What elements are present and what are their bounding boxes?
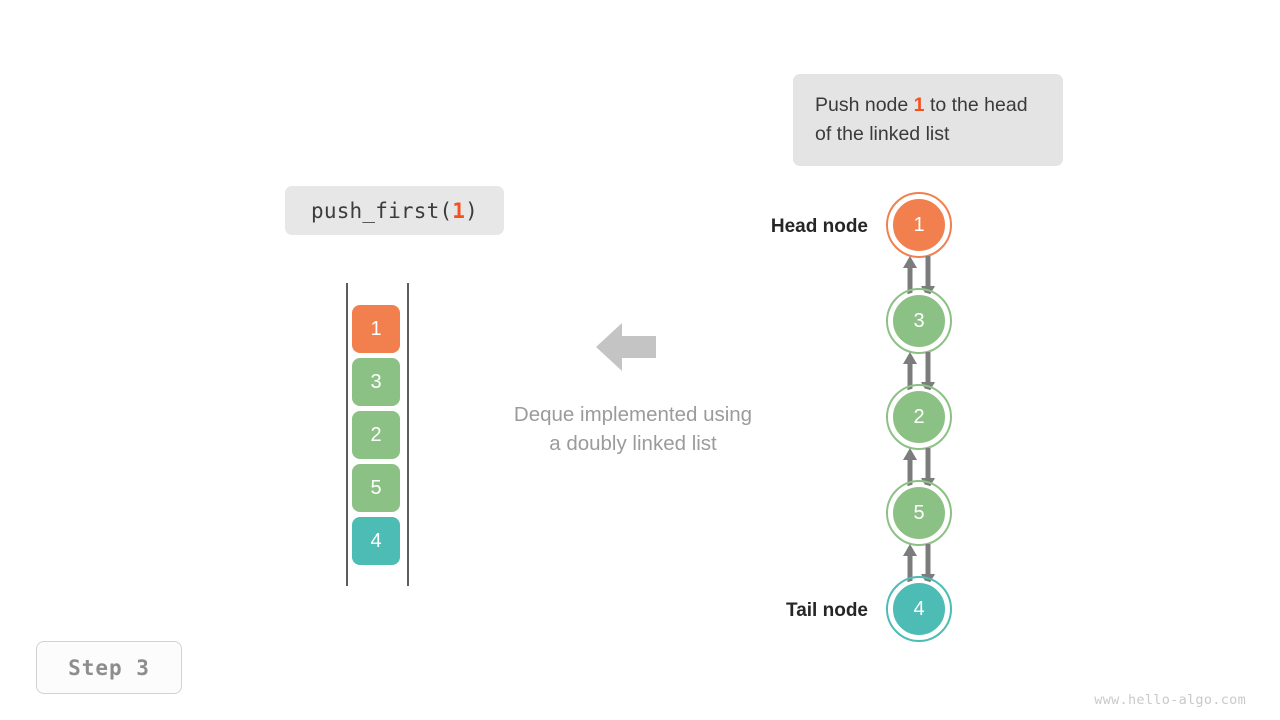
- node-ring: [886, 288, 952, 354]
- linked-list-node: 1: [890, 196, 948, 254]
- caption-line-1: Deque implemented using: [513, 403, 753, 426]
- linked-list-node: 5: [890, 484, 948, 542]
- head-node-label: Head node: [770, 216, 868, 237]
- linked-list-node: 4: [890, 580, 948, 638]
- linked-list-representation: Head node Tail node 1 3 2: [740, 190, 990, 650]
- array-rail-left: [346, 283, 348, 586]
- array-cell: 4: [352, 517, 400, 565]
- node-ring: [886, 384, 952, 450]
- bidirectional-link-arrows: [898, 448, 940, 490]
- linked-list-node: 2: [890, 388, 948, 446]
- linked-list-node: 3: [890, 292, 948, 350]
- code-argument: 1: [452, 198, 466, 223]
- watermark: www.hello-algo.com: [1094, 692, 1246, 708]
- tail-node-label: Tail node: [786, 600, 868, 621]
- operation-code-label: push_first(1): [285, 186, 504, 235]
- node-ring: [886, 576, 952, 642]
- operation-code-text: push_first(1): [311, 199, 478, 223]
- array-representation: 1 3 2 5 4: [340, 283, 414, 586]
- annotation-text-after: to the head of the linked list: [815, 94, 1028, 145]
- step-badge-label: Step 3: [68, 655, 150, 680]
- direction-arrow-left-icon: [596, 323, 656, 371]
- diagram-caption: Deque implemented using a doubly linked …: [453, 400, 813, 458]
- annotation-text-before: Push node: [815, 94, 914, 116]
- node-ring: [886, 480, 952, 546]
- step-badge: Step 3: [36, 641, 182, 694]
- array-rail-right: [407, 283, 409, 586]
- array-cell: 2: [352, 411, 400, 459]
- annotation-text: Push node 1 to the head of the linked li…: [815, 91, 1041, 149]
- bidirectional-link-arrows: [898, 544, 940, 586]
- array-cell: 5: [352, 464, 400, 512]
- code-suffix: ): [465, 198, 478, 223]
- array-cell: 3: [352, 358, 400, 406]
- annotation-tooltip: Push node 1 to the head of the linked li…: [793, 74, 1063, 166]
- bidirectional-link-arrows: [898, 352, 940, 394]
- array-cell: 1: [352, 305, 400, 353]
- node-ring: [886, 192, 952, 258]
- caption-line-2: a doubly linked list: [549, 432, 717, 455]
- code-prefix: push_first(: [311, 198, 453, 223]
- annotation-highlight-value: 1: [913, 94, 925, 116]
- bidirectional-link-arrows: [898, 256, 940, 298]
